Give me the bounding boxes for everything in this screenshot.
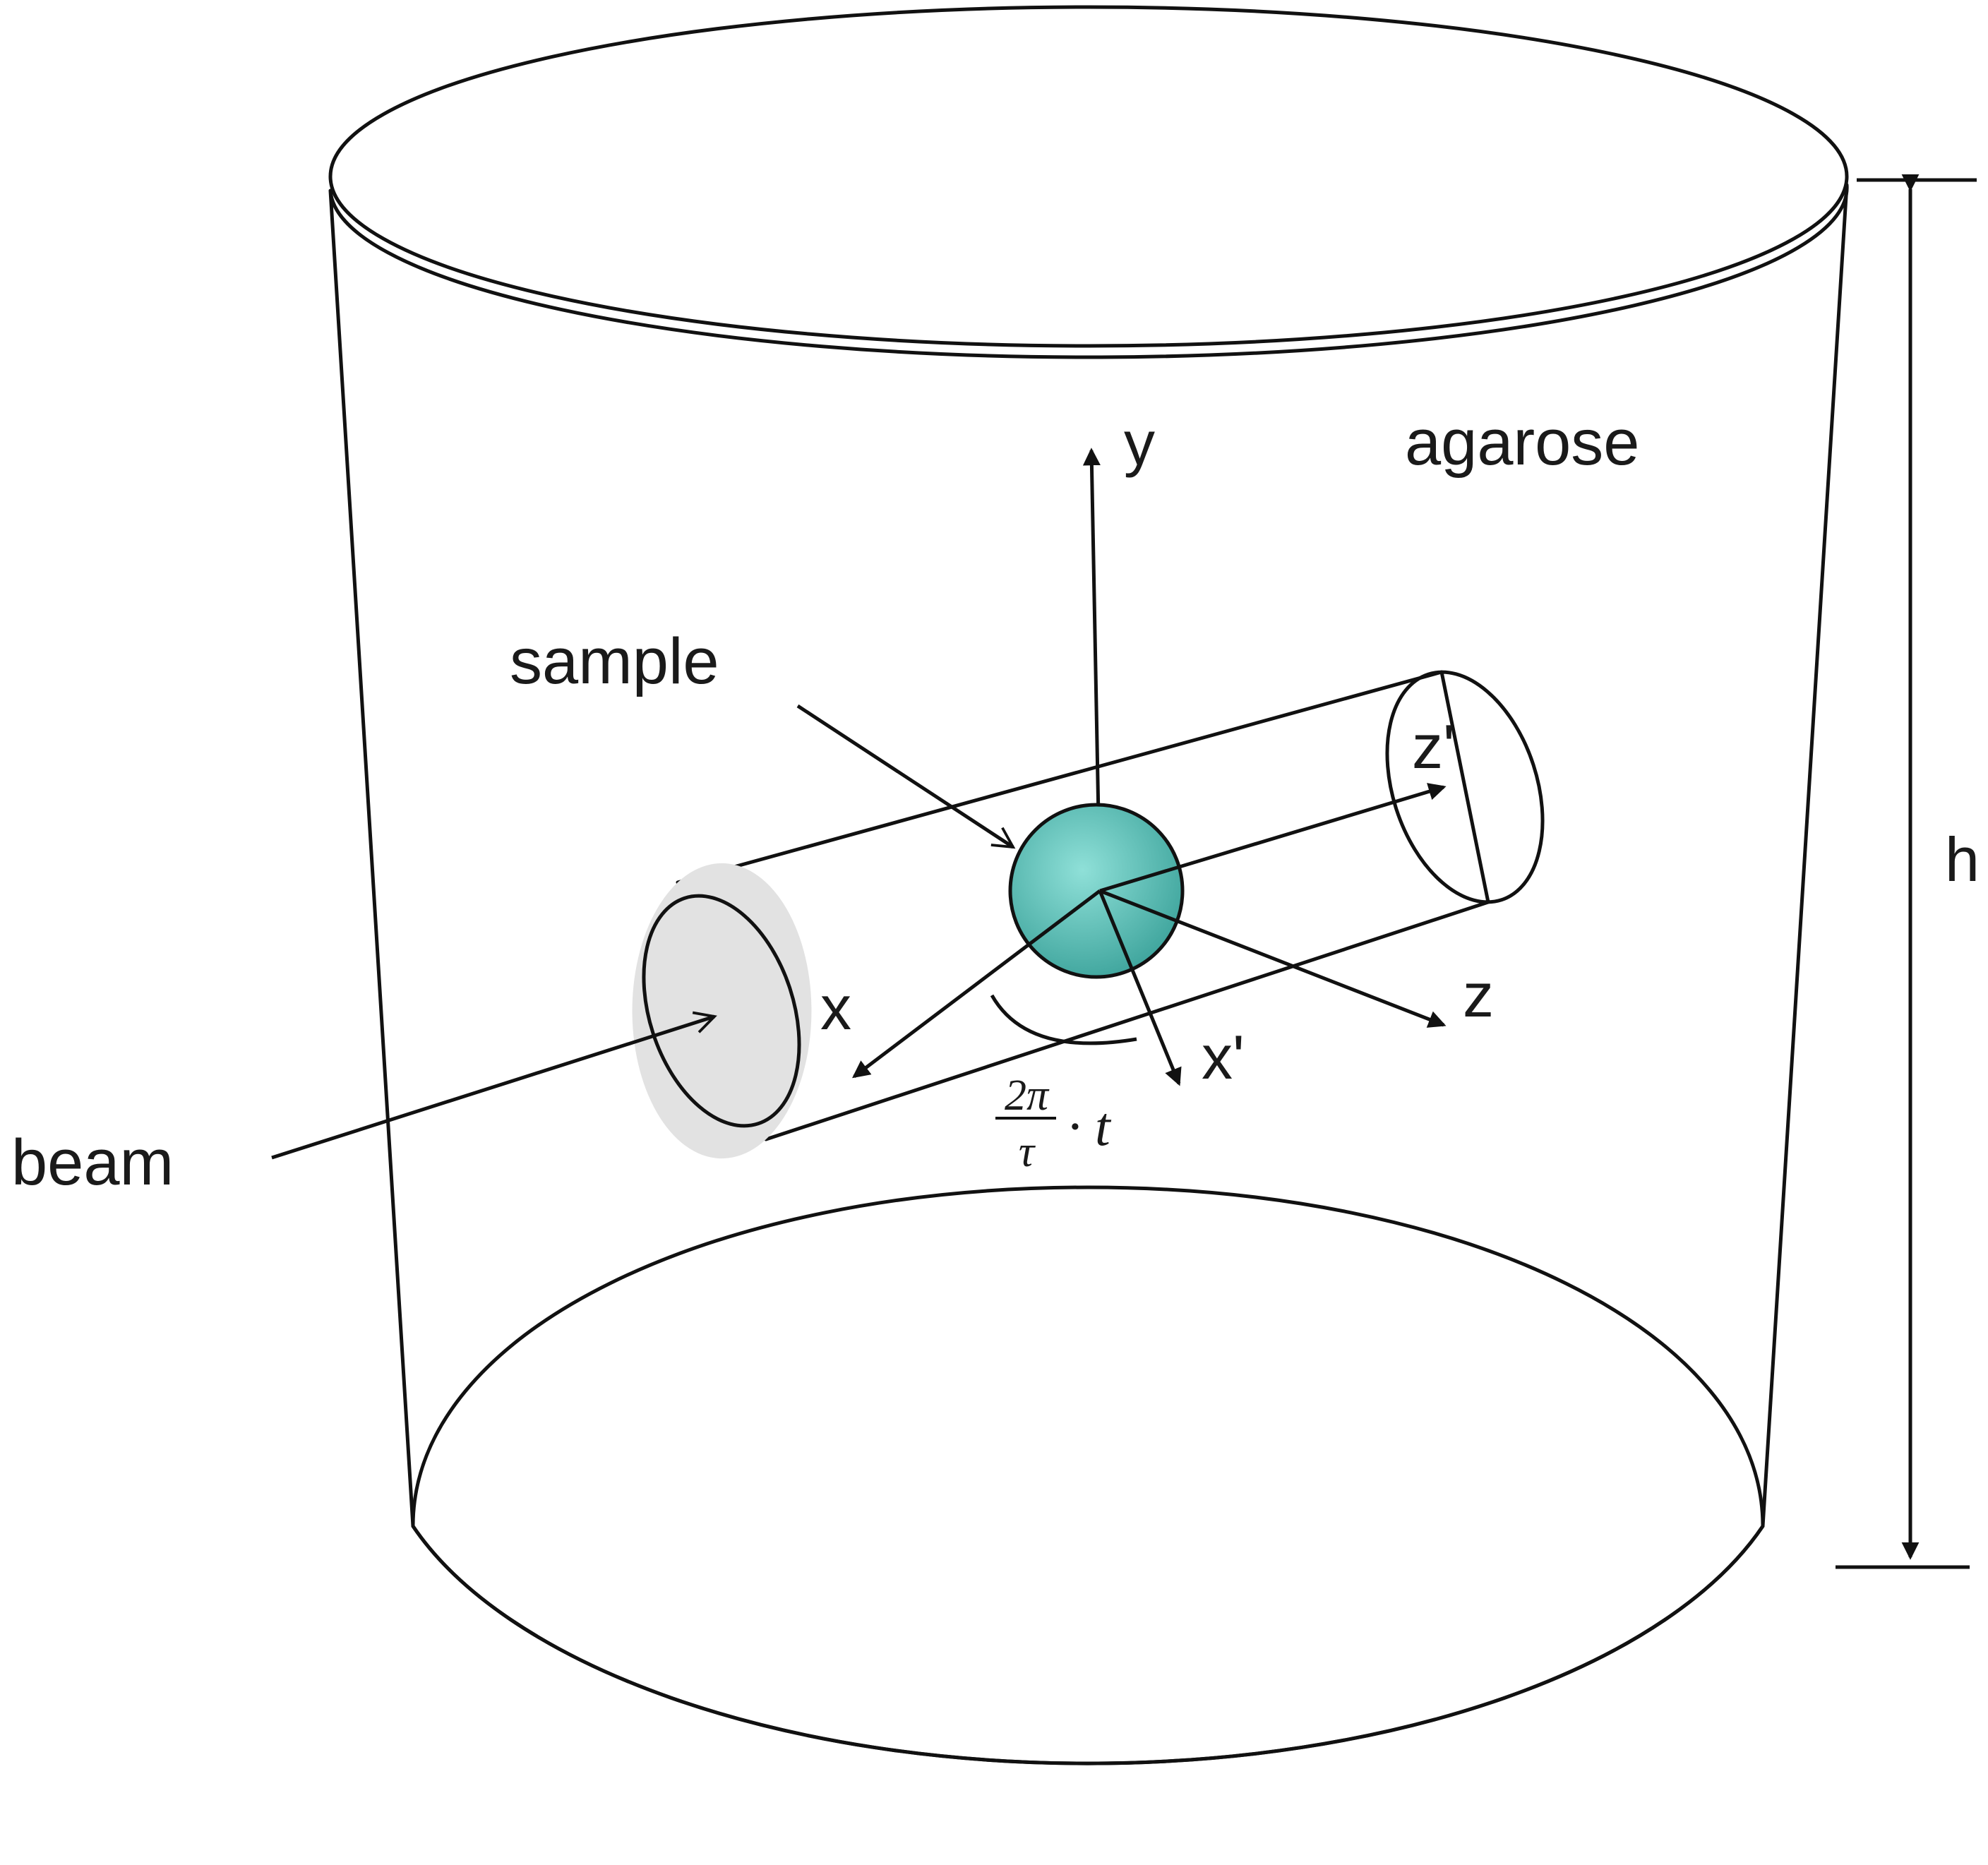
x-axis-label: x: [820, 973, 851, 1043]
sample-tube-front-end: [632, 863, 812, 1159]
x-prime-axis-label: x': [1202, 1022, 1245, 1092]
y-axis-label: y: [1124, 408, 1155, 478]
angle-denominator: τ: [1019, 1128, 1036, 1176]
z-prime-axis-label: z': [1412, 712, 1455, 781]
sample-tube-back-end: [1385, 670, 1545, 904]
z-prime-axis-arrow: [1099, 783, 1447, 893]
beam-label: beam: [11, 1127, 174, 1199]
sample-pointer-arrow: [796, 704, 1016, 849]
sample-label: sample: [510, 625, 719, 697]
cylinder-top-face: [328, 5, 1849, 348]
sample-sphere: [1008, 803, 1185, 979]
beam-arrow: [271, 1011, 717, 1160]
x-axis-arrow: [852, 889, 1101, 1079]
z-axis-label: z: [1463, 960, 1494, 1030]
x-prime-axis-arrow: [1098, 890, 1182, 1086]
angle-time-factor: · t: [1067, 1096, 1112, 1157]
rotation-angle-arc: [990, 994, 1137, 1045]
cylinder-bottom-face: [411, 1185, 1765, 1765]
sample-tube-front-outline: [642, 894, 801, 1128]
angle-numerator: 2π: [1005, 1072, 1050, 1120]
agarose-label: agarose: [1405, 407, 1639, 479]
z-axis-arrow: [1099, 889, 1447, 1028]
height-label: h: [1945, 824, 1980, 894]
